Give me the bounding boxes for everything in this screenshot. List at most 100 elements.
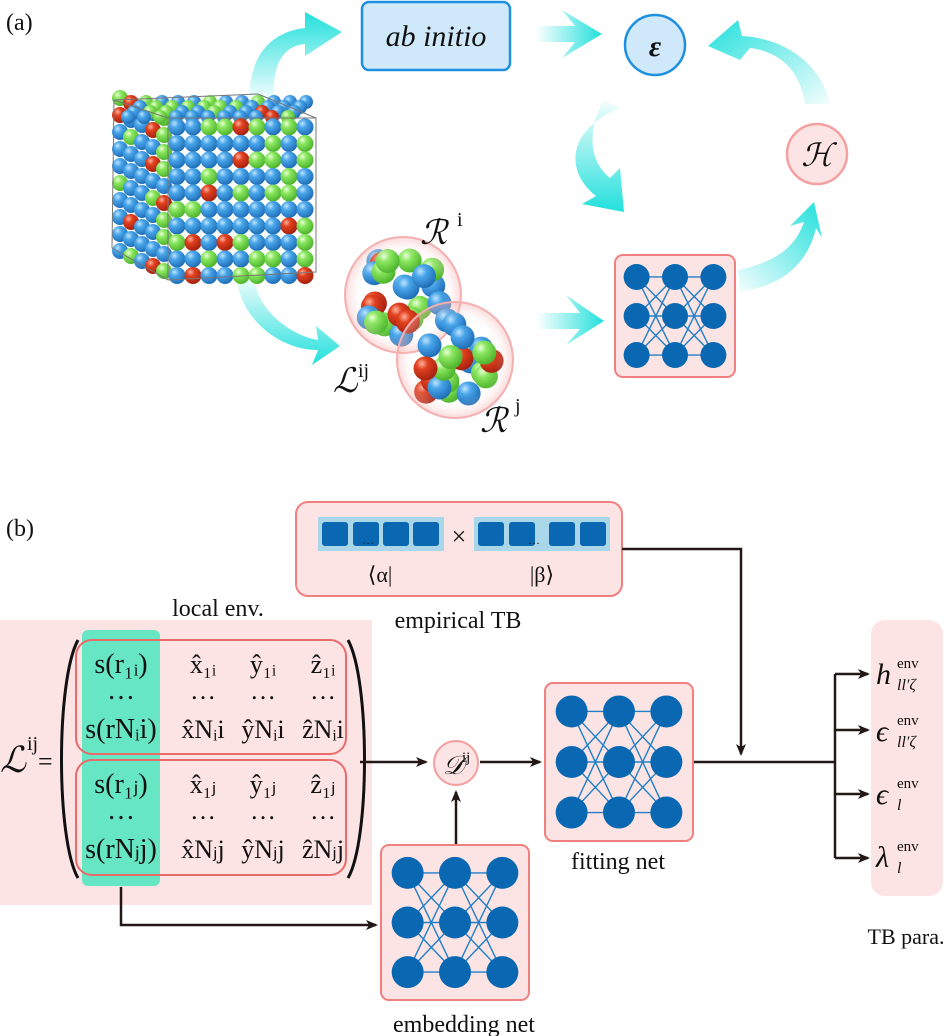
energy-node: ε — [623, 13, 687, 77]
atom — [184, 151, 202, 169]
neuron — [623, 303, 650, 329]
atom — [296, 234, 314, 251]
atom — [200, 151, 218, 169]
neuron — [650, 746, 683, 778]
atom — [280, 217, 298, 235]
atom — [200, 201, 218, 218]
atom — [232, 201, 250, 218]
hamiltonian-node: ℋ — [785, 122, 849, 186]
times-symbol: × — [452, 522, 467, 551]
panel-a-label: (a) — [6, 10, 33, 36]
matrix-ellipsis: … — [190, 796, 216, 825]
neuron — [662, 342, 688, 369]
ab-initio-box: ab initio — [360, 0, 512, 72]
atom — [168, 168, 186, 185]
tb-param-sup: env — [897, 839, 919, 855]
atom — [296, 151, 314, 169]
atom — [168, 201, 186, 218]
matrix-cell: x̂Nⱼj — [181, 835, 225, 864]
tb-param-base: λ — [875, 841, 889, 874]
basis-square — [509, 522, 535, 546]
tb-param-sup: env — [897, 713, 919, 729]
matrix-ellipsis: … — [310, 676, 336, 705]
neuron — [555, 746, 588, 778]
atom — [280, 250, 298, 268]
matrix-block-j — [75, 759, 347, 876]
atom — [200, 234, 218, 251]
descriptor-node: 𝒟 ij — [433, 740, 479, 786]
atom — [184, 267, 202, 284]
atom — [296, 201, 314, 218]
cell-boundary — [111, 93, 317, 281]
atom — [280, 168, 298, 185]
arrow-clusters-to-net — [536, 295, 604, 345]
arrow-hamiltonian-to-epsilon — [708, 20, 830, 104]
atom — [280, 267, 298, 284]
neural-net-a — [614, 254, 736, 378]
atom — [216, 184, 234, 202]
matrix-cell: ẑ₁ᵢ — [311, 650, 337, 679]
atom — [280, 135, 298, 152]
cluster-region-j — [396, 301, 514, 419]
matrix-cell: ŷNᵢi — [241, 715, 284, 744]
atom — [184, 234, 202, 251]
atom — [248, 168, 266, 185]
atom — [264, 250, 282, 268]
matrix-cell: s(rNᵢi) — [85, 714, 156, 745]
cutoff-sphere — [396, 301, 514, 419]
hamiltonian-symbol: ℋ — [801, 136, 837, 174]
neuron — [391, 906, 424, 939]
atom — [232, 151, 250, 169]
atom — [264, 234, 282, 251]
matrix-ellipsis: … — [107, 675, 135, 706]
atom — [232, 267, 250, 284]
embedding-net — [380, 844, 530, 1001]
neuron — [700, 342, 727, 369]
region-i-base: ℛ — [420, 213, 450, 253]
atom — [296, 267, 314, 284]
atom — [280, 151, 298, 169]
neuron — [486, 906, 519, 939]
matrix-cell: s(r₁ᵢ) — [94, 649, 147, 680]
atom — [184, 135, 202, 152]
neuron — [623, 342, 650, 369]
matrix-ellipsis: … — [250, 676, 276, 705]
atom — [200, 250, 218, 268]
net-edge — [454, 872, 503, 973]
descriptor-sup: ij — [462, 750, 470, 766]
basis-square — [353, 522, 379, 546]
matrix-cell: s(r₁ⱼ) — [94, 769, 148, 800]
connector-lines — [119, 547, 870, 930]
atom — [168, 135, 186, 152]
basis-square — [549, 522, 575, 546]
arrow-net-to-hamiltonian — [738, 202, 822, 292]
atom — [280, 201, 298, 218]
atom — [216, 250, 234, 268]
neuron — [439, 956, 471, 989]
atom — [168, 234, 186, 251]
atom — [248, 250, 266, 268]
net-edge — [618, 711, 667, 813]
neuron — [391, 856, 424, 889]
left-paren — [60, 639, 80, 879]
matrix-cell: ẑ₁ⱼ — [310, 770, 335, 799]
vector-ellipsis: … — [362, 533, 374, 547]
atom — [264, 201, 282, 218]
local-env-sup: ij — [358, 360, 369, 382]
fitting-net-caption: fitting net — [571, 849, 665, 875]
right-paren — [346, 639, 366, 879]
region-j-sup: j — [514, 395, 521, 417]
tb-param-sup: env — [897, 656, 919, 672]
atom — [248, 234, 266, 251]
atom — [280, 118, 298, 136]
matrix-cell: s(rNⱼj) — [85, 834, 157, 865]
tb-param-sub: l — [897, 860, 902, 877]
atom — [280, 234, 298, 251]
atom — [216, 201, 234, 218]
atom — [232, 234, 250, 251]
net-edge — [674, 276, 715, 356]
matrix-cell: ŷ₁ⱼ — [250, 770, 277, 799]
atom — [184, 250, 202, 268]
